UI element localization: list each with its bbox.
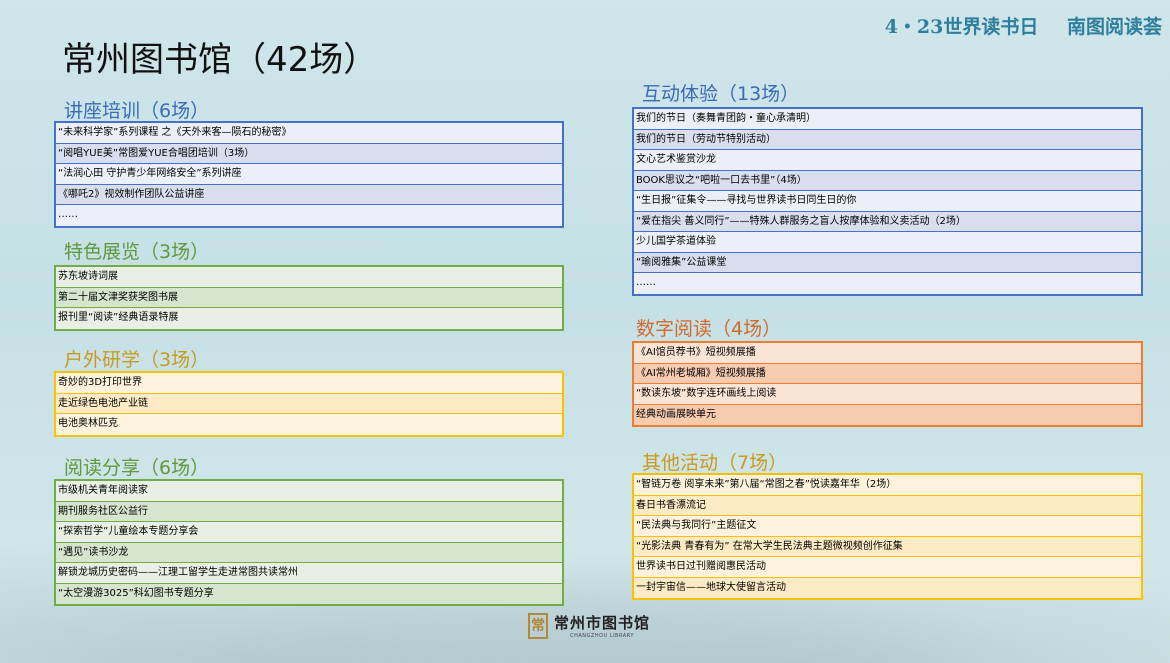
banner-world-book-day: 4・23世界读书日 xyxy=(884,16,1039,38)
activity-item: …… xyxy=(634,273,1141,294)
section-list-outdoor: 奇妙的3D打印世界走近绿色电池产业链电池奥林匹克 xyxy=(54,371,564,437)
library-logo: 常 常州市图书馆 CHANGZHOU LIBRARY xyxy=(528,612,650,639)
library-seal-icon: 常 xyxy=(528,612,548,639)
activity-item: “爱在指尖 善义同行”——特殊人群服务之盲人按摩体验和义卖活动（2场） xyxy=(634,211,1141,232)
activity-item: 《AI馆员荐书》短视频展播 xyxy=(634,343,1141,364)
library-name-cn: 常州市图书馆 xyxy=(554,614,651,632)
activity-item: 一封宇宙信——地球大使留言活动 xyxy=(634,577,1141,598)
section-title-lectures: 讲座培训（6场） xyxy=(64,100,210,122)
activity-item: 《AI常州老城厢》短视频展播 xyxy=(634,363,1141,384)
activity-item: “遇见”读书沙龙 xyxy=(56,542,562,563)
section-list-digital: 《AI馆员荐书》短视频展播《AI常州老城厢》短视频展播“数读东坡”数字连环画线上… xyxy=(632,341,1143,427)
activity-item: 我们的节日（奏舞青团韵・童心承清明） xyxy=(634,109,1141,130)
activity-item: 电池奥林匹克 xyxy=(56,414,562,435)
section-list-sharing: 市级机关青年阅读家期刊服务社区公益行“探索哲学”儿童绘本专题分享会“遇见”读书沙… xyxy=(54,479,564,606)
activity-item: “数读东坡”数字连环画线上阅读 xyxy=(634,384,1141,405)
activity-item: 走近绿色电池产业链 xyxy=(56,393,562,414)
activity-item: 报刊里“阅读”经典语录特展 xyxy=(56,308,562,329)
activity-item: 苏东坡诗词展 xyxy=(56,267,562,288)
section-list-exhibitions: 苏东坡诗词展第二十届文津奖获奖图书展报刊里“阅读”经典语录特展 xyxy=(54,265,564,331)
activity-item: 奇妙的3D打印世界 xyxy=(56,373,562,394)
activity-item: 春日书香漂流记 xyxy=(634,495,1141,516)
section-list-lectures: “未来科学家”系列课程 之《天外来客—陨石的秘密》“阅唱YUE美”常图爱YUE合… xyxy=(54,121,564,228)
section-title-interactive: 互动体验（13场） xyxy=(642,83,800,105)
activity-item: 《哪吒2》视效制作团队公益讲座 xyxy=(56,184,562,205)
activity-item: BOOK思议之“吧啦一口去书里”（4场） xyxy=(634,170,1141,191)
section-title-other: 其他活动（7场） xyxy=(642,452,788,474)
activity-item: 经典动画展映单元 xyxy=(634,404,1141,425)
activity-item: 期刊服务社区公益行 xyxy=(56,501,562,522)
section-list-interactive: 我们的节日（奏舞青团韵・童心承清明）我们的节日（劳动节特别活动）文心艺术鉴赏沙龙… xyxy=(632,107,1143,296)
page-title: 常州图书馆（42场） xyxy=(62,40,378,80)
banner-reading-brand: 南图阅读荟 xyxy=(1066,16,1162,38)
activity-item: 市级机关青年阅读家 xyxy=(56,481,562,502)
activity-item: “太空漫游3025”科幻图书专题分享 xyxy=(56,583,562,604)
activity-item: “生日报”征集令——寻找与世界读书日同生日的你 xyxy=(634,191,1141,212)
activity-item: “瑜阅雅集”公益课堂 xyxy=(634,252,1141,273)
activity-item: “智链万卷 阅享未来”第八届“常图之春”悦读嘉年华（2场） xyxy=(634,475,1141,496)
library-name-en: CHANGZHOU LIBRARY xyxy=(570,633,634,639)
section-title-outdoor: 户外研学（3场） xyxy=(64,349,210,371)
activity-item: “光影法典 青春有为” 在常大学生民法典主题微视频创作征集 xyxy=(634,536,1141,557)
activity-item: 少儿国学茶道体验 xyxy=(634,232,1141,253)
header-banner: 4・23世界读书日 南图阅读荟 xyxy=(885,12,1162,39)
activity-item: 第二十届文津奖获奖图书展 xyxy=(56,287,562,308)
activity-item: 解锁龙城历史密码——江理工留学生走进常图共读常州 xyxy=(56,563,562,584)
section-title-digital: 数字阅读（4场） xyxy=(636,318,782,340)
activity-item: “民法典与我同行”主题征文 xyxy=(634,516,1141,537)
activity-item: …… xyxy=(56,205,562,226)
section-title-sharing: 阅读分享（6场） xyxy=(64,457,210,479)
activity-item: “探索哲学”儿童绘本专题分享会 xyxy=(56,522,562,543)
activity-item: 我们的节日（劳动节特别活动） xyxy=(634,129,1141,150)
activity-item: “阅唱YUE美”常图爱YUE合唱团培训（3场） xyxy=(56,143,562,164)
activity-item: “法润心田 守护青少年网络安全”系列讲座 xyxy=(56,164,562,185)
section-title-exhibitions: 特色展览（3场） xyxy=(64,241,210,263)
activity-item: “未来科学家”系列课程 之《天外来客—陨石的秘密》 xyxy=(56,123,562,144)
activity-item: 世界读书日过刊赠阅惠民活动 xyxy=(634,557,1141,578)
section-list-other: “智链万卷 阅享未来”第八届“常图之春”悦读嘉年华（2场）春日书香漂流记“民法典… xyxy=(632,473,1143,600)
activity-item: 文心艺术鉴赏沙龙 xyxy=(634,150,1141,171)
